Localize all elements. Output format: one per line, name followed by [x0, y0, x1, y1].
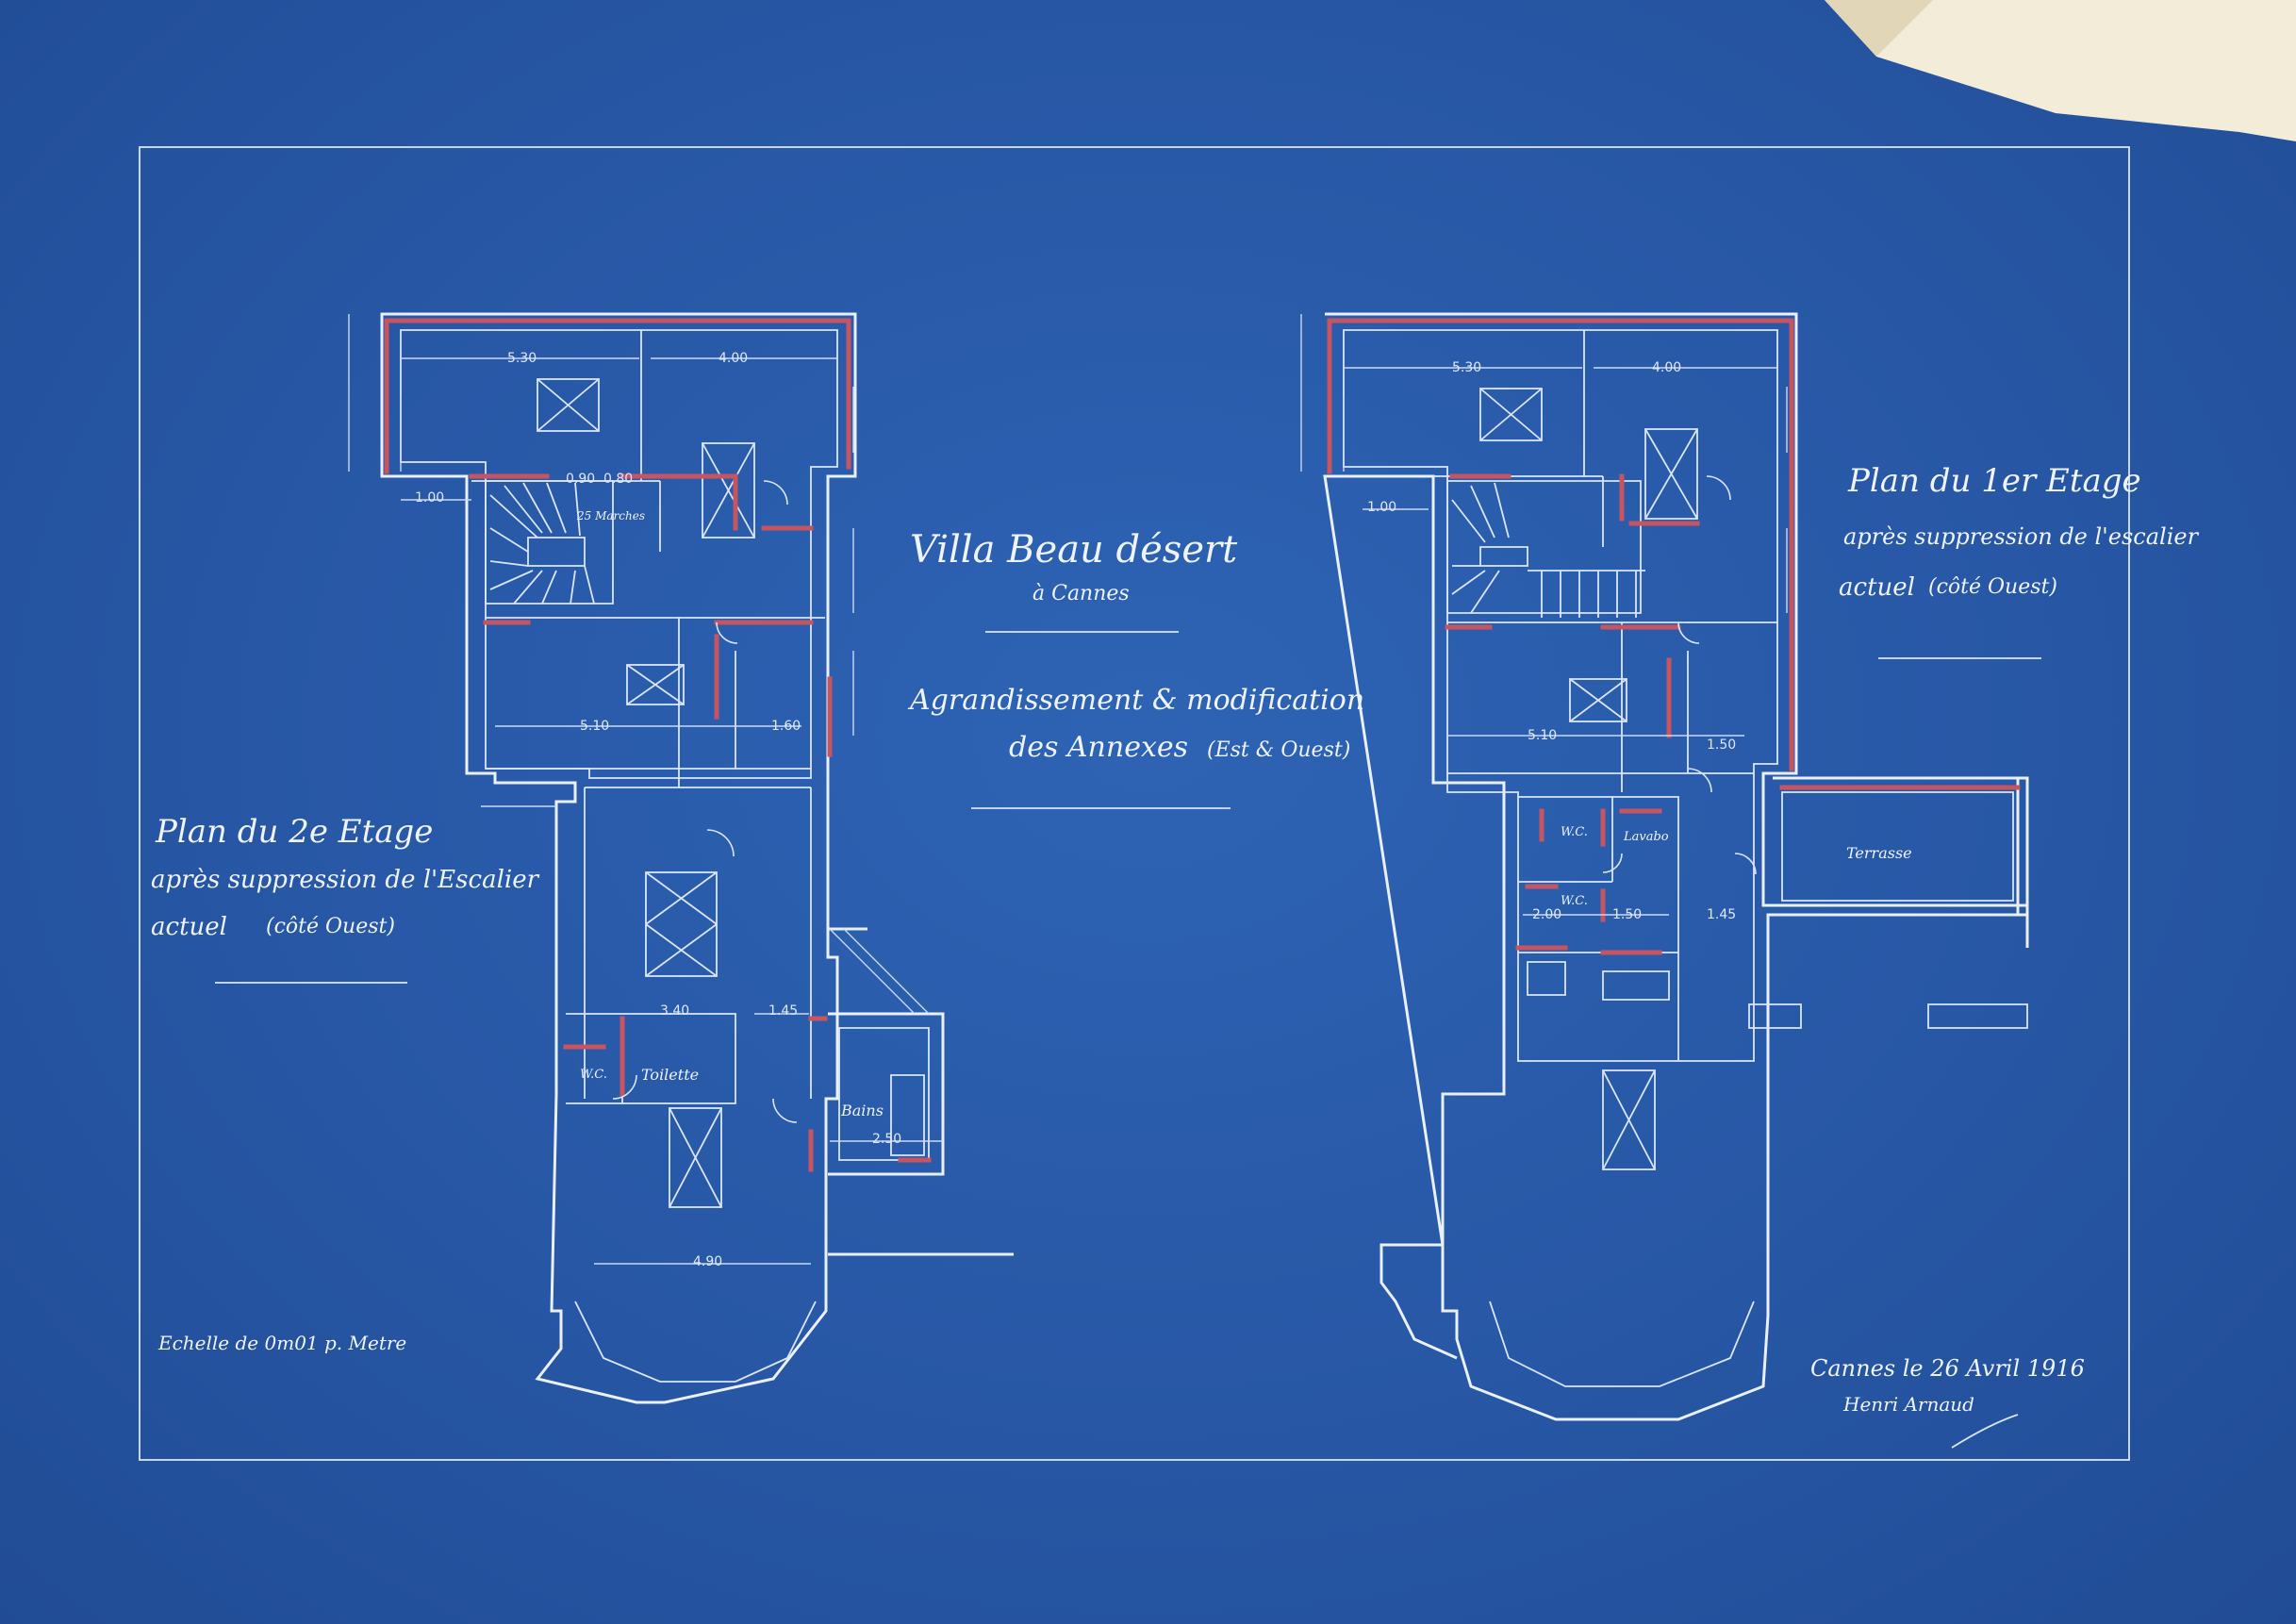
project-subject-line-2: des Annexes [1009, 731, 1189, 764]
left-plan-line-3: actuel [151, 913, 227, 941]
dim-right-top-left: 5.30 [1452, 360, 1482, 375]
dim-right-mid: 5.10 [1528, 728, 1558, 743]
dim-left-mid: 5.10 [580, 719, 610, 734]
date-line: Cannes le 26 Avril 1916 [1810, 1355, 2085, 1382]
project-location: à Cannes [1032, 582, 1130, 605]
room-wc-1: W.C. [1561, 825, 1588, 839]
room-wc-left: W.C. [580, 1068, 607, 1082]
dim-right-mid-right: 1.50 [1707, 737, 1737, 753]
dim-right-c: 1.45 [1707, 907, 1737, 922]
dim-right-a: 2.00 [1532, 907, 1562, 922]
stair-label: 25 Marches [577, 509, 645, 522]
dim-left-top-left: 5.30 [507, 351, 537, 366]
dim-right-top-right: 4.00 [1652, 360, 1682, 375]
room-lavabo: Lavabo [1624, 830, 1669, 844]
dim-left-mid-right: 1.60 [771, 719, 801, 734]
project-title: Villa Beau désert [910, 528, 1238, 572]
plan-1er-etage [1300, 312, 2029, 1421]
right-plan-line-3: actuel [1839, 573, 1915, 602]
left-plan-line-2: après suppression de l'Escalier [151, 866, 539, 894]
right-plan-line-3-note: (côté Ouest) [1928, 575, 2057, 599]
scale-note: Echelle de 0m01 p. Metre [158, 1332, 407, 1354]
left-plan-heading: Plan du 2e Etage [156, 813, 434, 851]
dim-left-side-3: 0.80 [603, 472, 634, 487]
dim-left-top-right: 4.00 [719, 351, 749, 366]
dim-left-bath: 2.50 [872, 1132, 902, 1147]
left-plan-line-3-note: (côté Ouest) [266, 915, 395, 938]
plan-2e-etage [348, 312, 1014, 1404]
right-plan-line-2: après suppression de l'escalier [1843, 523, 2199, 550]
project-subject-line-1: Agrandissement & modification [910, 684, 1365, 717]
dim-left-bottom: 4.90 [693, 1254, 723, 1269]
room-wc-2: W.C. [1561, 894, 1588, 908]
project-subject-note: (Est & Ouest) [1207, 738, 1351, 762]
signature: Henri Arnaud [1843, 1393, 1974, 1416]
dim-left-side-1: 1.00 [415, 490, 445, 505]
room-bains: Bains [841, 1102, 884, 1119]
stair-right [1446, 480, 1645, 618]
stair-left [485, 480, 614, 605]
drawing-frame [139, 146, 2130, 1461]
room-terrasse: Terrasse [1846, 844, 1912, 862]
dim-right-side: 1.00 [1367, 500, 1397, 515]
dim-right-b: 1.50 [1612, 907, 1643, 922]
dim-left-side-2: 0.90 [566, 472, 596, 487]
dim-left-annex-1: 3.40 [660, 1003, 690, 1019]
right-plan-heading: Plan du 1er Etage [1848, 462, 2141, 500]
room-toilette: Toilette [641, 1066, 700, 1084]
dim-left-annex-2: 1.45 [768, 1003, 799, 1019]
